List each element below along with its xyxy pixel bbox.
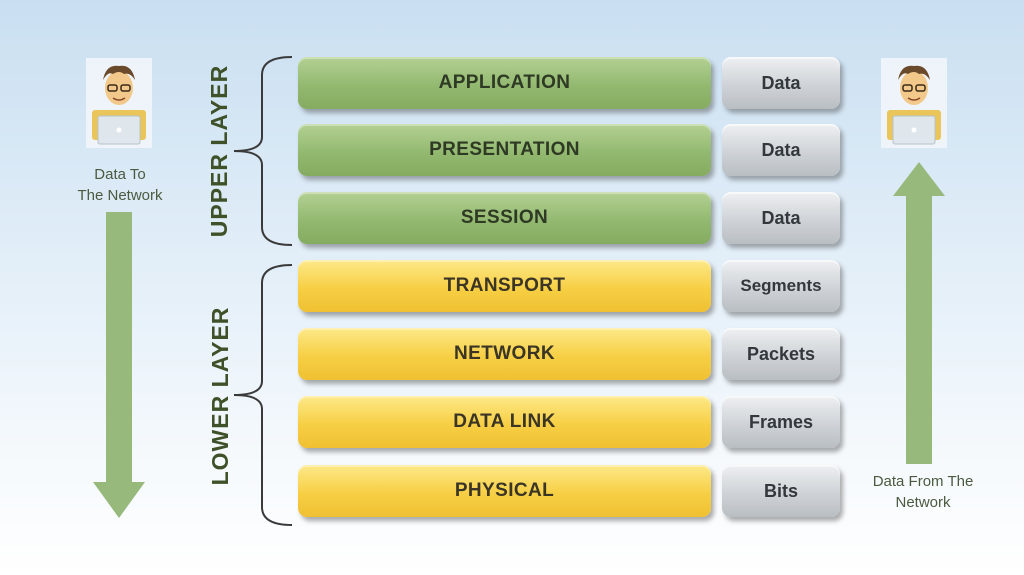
pdu-physical: Bits [722, 465, 840, 517]
pdu-session: Data [722, 192, 840, 244]
up-arrow-icon [893, 162, 945, 464]
layer-transport: TRANSPORT [298, 260, 711, 312]
layer-physical: PHYSICAL [298, 465, 711, 517]
pdu-transport: Segments [722, 260, 840, 312]
right-caption-line2: Network [895, 494, 951, 511]
receiver-person-laptop-icon [881, 58, 947, 148]
left-caption-line2: The Network [77, 187, 163, 204]
layer-application: APPLICATION [298, 57, 711, 109]
right-caption-line1: Data From The [872, 473, 974, 490]
left-caption-line1: Data To [94, 166, 146, 183]
upper-layer-brace [233, 56, 293, 246]
right-caption: Data From The Network [848, 471, 998, 513]
pdu-presentation: Data [722, 124, 840, 176]
layer-network: NETWORK [298, 328, 711, 380]
pdu-data-link: Frames [722, 396, 840, 448]
layer-session: SESSION [298, 192, 711, 244]
layer-presentation: PRESENTATION [298, 124, 711, 176]
pdu-application: Data [722, 57, 840, 109]
sender-person-laptop-icon [86, 58, 152, 148]
layer-data-link: DATA LINK [298, 396, 711, 448]
lower-layer-brace [233, 264, 293, 526]
left-caption: Data To The Network [46, 164, 194, 206]
down-arrow-icon [93, 212, 145, 518]
pdu-network: Packets [722, 328, 840, 380]
